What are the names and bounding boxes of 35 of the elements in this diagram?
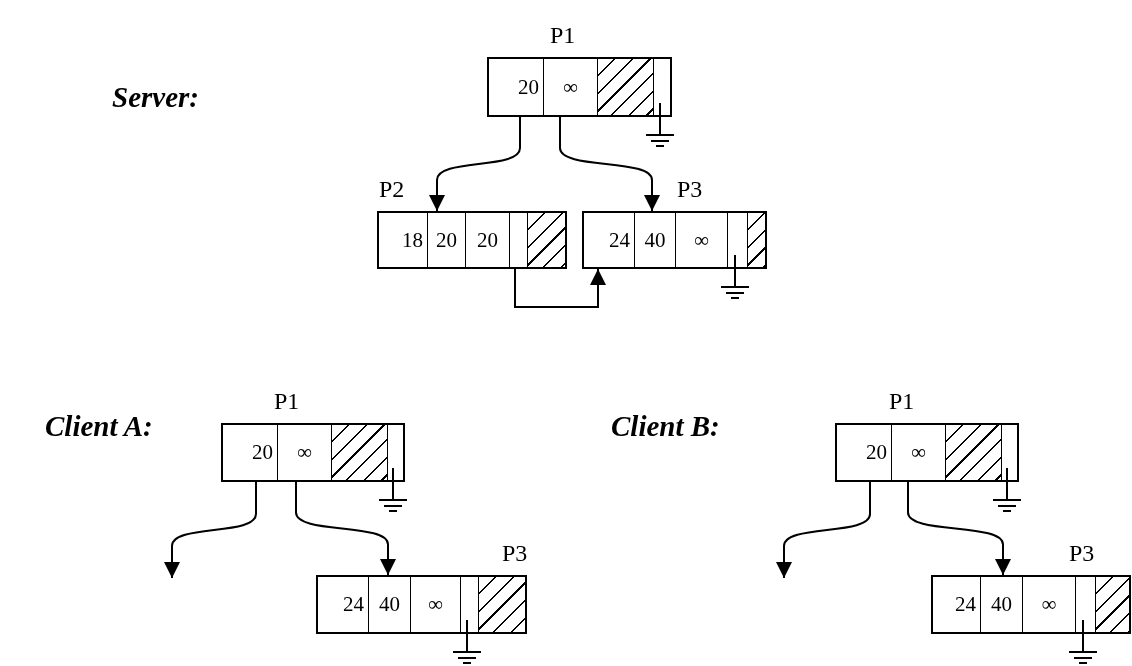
arrow xyxy=(514,268,606,308)
key-value: ∞ xyxy=(297,442,312,463)
arrow xyxy=(559,116,660,212)
key-value: ∞ xyxy=(428,594,443,615)
section-title: Client B: xyxy=(611,412,720,441)
key-value: 20 xyxy=(477,229,498,251)
arrow xyxy=(776,481,871,579)
page-label: P1 xyxy=(274,389,300,413)
key-value: ∞ xyxy=(563,76,578,98)
key-value: 20 xyxy=(252,442,273,463)
page-label: P2 xyxy=(379,177,405,201)
section-title: Server: xyxy=(112,83,199,112)
key-value: 40 xyxy=(991,594,1012,615)
page-label: P3 xyxy=(1069,541,1095,565)
key-value: ∞ xyxy=(1041,594,1057,615)
arrow xyxy=(429,116,521,212)
page-label: P3 xyxy=(502,541,528,565)
key-value: 20 xyxy=(866,442,887,463)
section-title: Client A: xyxy=(45,412,153,441)
arrow xyxy=(164,481,257,579)
key-value: 24 xyxy=(609,229,630,251)
arrow xyxy=(295,481,396,576)
key-value: ∞ xyxy=(694,229,709,251)
key-value: 24 xyxy=(955,594,976,615)
key-value: 40 xyxy=(644,229,666,251)
key-value: 20 xyxy=(436,229,457,251)
page-label: P1 xyxy=(889,389,915,413)
key-value: 20 xyxy=(518,76,539,98)
key-value: 24 xyxy=(343,594,364,615)
arrow xyxy=(907,481,1011,576)
page-label: P1 xyxy=(550,23,576,47)
key-value: ∞ xyxy=(911,442,926,463)
key-value: 18 xyxy=(402,229,423,251)
page-label: P3 xyxy=(677,177,703,201)
key-value: 40 xyxy=(379,594,400,615)
